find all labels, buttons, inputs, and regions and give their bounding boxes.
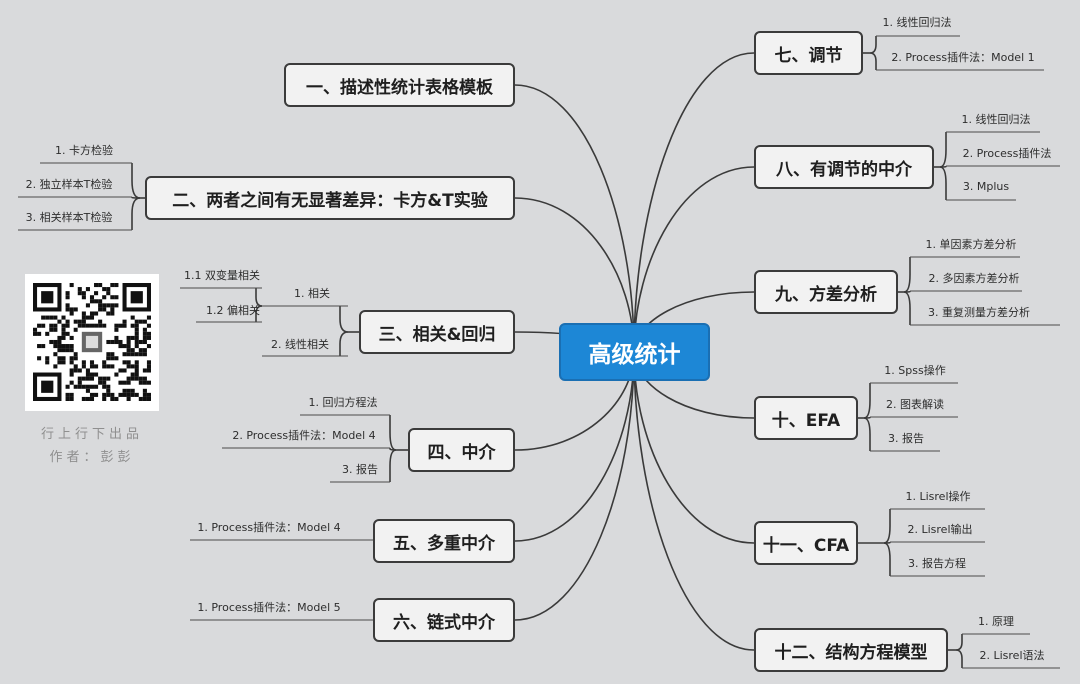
leaf-efa-charts[interactable]: 2. 图表解读	[886, 398, 944, 411]
leaf-multiple-process-model4[interactable]: 1. Process插件法：Model 4	[197, 521, 341, 534]
topic-multiple-mediation[interactable]: 五、多重中介	[373, 519, 515, 563]
central-topic[interactable]: 高级统计	[559, 323, 710, 381]
leaf-cfa-lisrel-output[interactable]: 2. Lisrel输出	[907, 523, 973, 536]
leaf-repeated-anova[interactable]: 3. 重复测量方差分析	[928, 306, 1030, 319]
leaf-partial-correlation[interactable]: 1.2 偏相关	[206, 304, 260, 317]
leaf-oneway-anova[interactable]: 1. 单因素方差分析	[925, 238, 1017, 251]
leaf-regression-equation[interactable]: 1. 回归方程法	[308, 396, 378, 409]
leaf-chi-square[interactable]: 1. 卡方检验	[55, 144, 113, 157]
leaf-modmed-mplus[interactable]: 3. Mplus	[962, 180, 1010, 193]
leaf-correlation[interactable]: 1. 相关	[294, 287, 330, 300]
leaf-modmed-linear[interactable]: 1. 线性回归法	[961, 113, 1031, 126]
topic-sem[interactable]: 十二、结构方程模型	[754, 628, 948, 672]
topic-cfa[interactable]: 十一、CFA	[754, 521, 858, 565]
topic-mediation[interactable]: 四、中介	[408, 428, 515, 472]
leaf-chain-process-model5[interactable]: 1. Process插件法：Model 5	[197, 601, 341, 614]
qr-code-pattern	[33, 283, 151, 401]
leaf-cfa-report-equation[interactable]: 3. 报告方程	[908, 557, 966, 570]
topic-descriptive-stats[interactable]: 一、描述性统计表格模板	[284, 63, 515, 107]
leaf-factorial-anova[interactable]: 2. 多因素方差分析	[928, 272, 1020, 285]
topic-moderated-mediation[interactable]: 八、有调节的中介	[754, 145, 934, 189]
leaf-moderation-linear[interactable]: 1. 线性回归法	[882, 16, 952, 29]
leaf-bivariate-correlation[interactable]: 1.1 双变量相关	[184, 269, 260, 282]
topic-efa[interactable]: 十、EFA	[754, 396, 858, 440]
topic-moderation[interactable]: 七、调节	[754, 31, 863, 75]
leaf-mediation-report[interactable]: 3. 报告	[342, 463, 378, 476]
leaf-paired-t[interactable]: 3. 相关样本T检验	[25, 211, 113, 224]
leaf-efa-spss[interactable]: 1. Spss操作	[884, 364, 946, 377]
leaf-cfa-lisrel-operation[interactable]: 1. Lisrel操作	[905, 490, 971, 503]
leaf-process-model4[interactable]: 2. Process插件法：Model 4	[232, 429, 376, 442]
topic-significance-tests[interactable]: 二、两者之间有无显著差异：卡方&T实验	[145, 176, 515, 220]
credit-line-2: 作者：彭彭	[49, 450, 135, 465]
credit-line-1: 行上行下出品	[40, 427, 143, 442]
leaf-modmed-process[interactable]: 2. Process插件法	[962, 147, 1052, 160]
leaf-sem-principle[interactable]: 1. 原理	[978, 615, 1014, 628]
leaf-independent-t[interactable]: 2. 独立样本T检验	[25, 178, 113, 191]
leaf-linear-correlation[interactable]: 2. 线性相关	[271, 338, 329, 351]
leaf-sem-lisrel-syntax[interactable]: 2. Lisrel语法	[979, 649, 1045, 662]
qr-code	[25, 274, 159, 411]
leaf-moderation-process[interactable]: 2. Process插件法：Model 1	[891, 51, 1035, 64]
topic-correlation-regression[interactable]: 三、相关&回归	[359, 310, 515, 354]
leaf-efa-report[interactable]: 3. 报告	[888, 432, 924, 445]
topic-chain-mediation[interactable]: 六、链式中介	[373, 598, 515, 642]
topic-anova[interactable]: 九、方差分析	[754, 270, 898, 314]
